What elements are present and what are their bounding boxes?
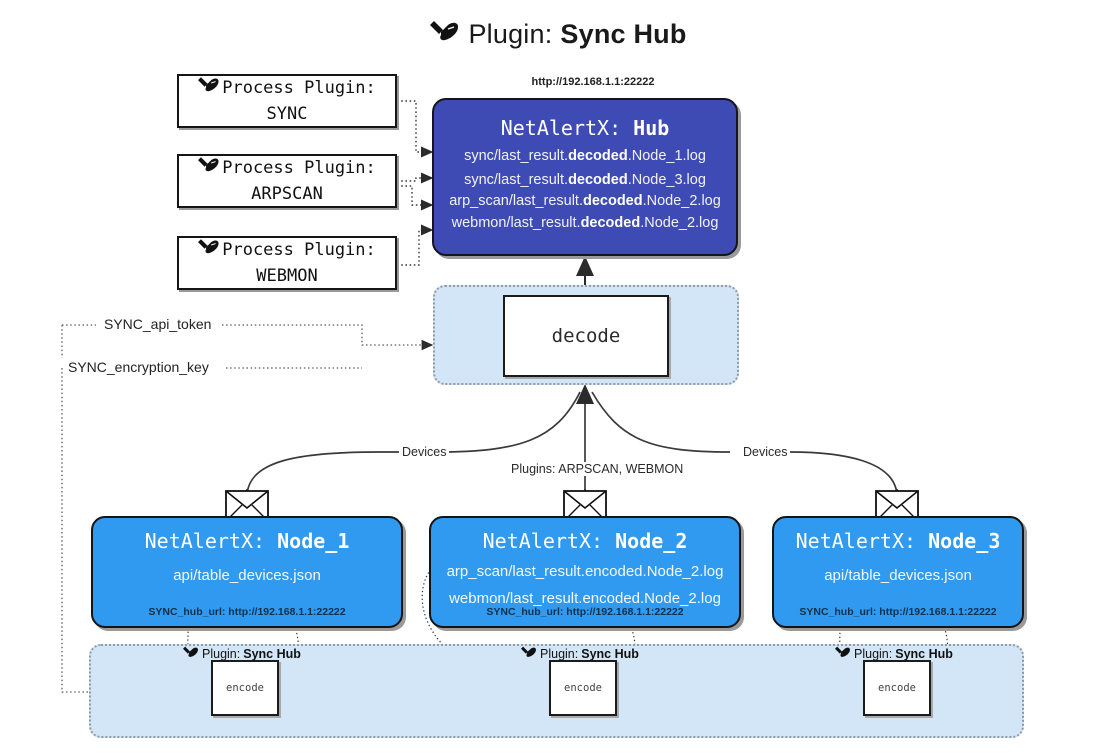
process-plugin-name: WEBMON [256, 266, 318, 286]
plug-icon [198, 75, 220, 103]
plugin-sync-hub-label-3: Plugin: Sync Hub [835, 645, 953, 662]
process-plugin-box-arpscan[interactable]: Process Plugin: ARPSCAN [177, 154, 397, 208]
encode-box-3[interactable]: encode [863, 660, 931, 716]
plug-icon [198, 155, 220, 183]
node-footer: SYNC_hub_url: http://192.168.1.1:22222 [148, 606, 346, 618]
node-box-node-3[interactable]: NetAlertX: Node_3 api/table_devices.json… [772, 516, 1024, 628]
process-plugin-box-webmon[interactable]: Process Plugin: WEBMON [177, 236, 397, 290]
hub-log-line: arp_scan/last_result.decoded.Node_2.log [449, 193, 721, 209]
title-name: Sync Hub [560, 19, 687, 49]
title-prefix: Plugin: [468, 19, 553, 49]
sync-api-token-label: SYNC_api_token [100, 316, 216, 332]
process-plugin-name: SYNC [266, 104, 308, 124]
process-plugin-label: Process Plugin: [222, 77, 376, 98]
encode-box-2[interactable]: encode [549, 660, 617, 716]
hub-log-line: sync/last_result.decoded.Node_3.log [464, 171, 706, 188]
plug-icon [430, 18, 460, 51]
decode-box[interactable]: decode [503, 295, 669, 377]
hub-log-line: sync/last_result.decoded.Node_1.log [464, 148, 706, 164]
plug-icon [198, 237, 220, 265]
edge-label-plugins: Plugins: ARPSCAN, WEBMON [508, 462, 687, 476]
plug-icon [835, 645, 851, 662]
page-title: Plugin: Sync Hub [0, 18, 1117, 51]
node-line: api/table_devices.json [173, 567, 321, 584]
edge-label-devices-right: Devices [740, 445, 791, 459]
edge-label-devices-left: Devices [399, 445, 450, 459]
node-line: webmon/last_result.encoded.Node_2.log [449, 590, 721, 607]
node-box-node-1[interactable]: NetAlertX: Node_1 api/table_devices.json… [91, 516, 403, 628]
node-title: NetAlertX: Node_1 [144, 529, 350, 553]
node-title: NetAlertX: Node_2 [482, 529, 688, 553]
process-plugin-name: ARPSCAN [251, 184, 323, 204]
node-title: NetAlertX: Node_3 [795, 529, 1001, 553]
plug-icon [521, 645, 537, 662]
node-footer: SYNC_hub_url: http://192.168.1.1:22222 [799, 606, 997, 618]
node-footer: SYNC_hub_url: http://192.168.1.1:22222 [486, 606, 684, 618]
node-line: api/table_devices.json [824, 567, 972, 584]
process-plugin-label: Process Plugin: [222, 239, 376, 260]
sync-encryption-key-label: SYNC_encryption_key [64, 359, 213, 375]
process-plugin-box-sync[interactable]: Process Plugin: SYNC [177, 74, 397, 128]
encode-box-1[interactable]: encode [211, 660, 279, 716]
plug-icon [183, 645, 199, 662]
plugin-sync-hub-label-1: Plugin: Sync Hub [183, 645, 301, 662]
hub-log-line: webmon/last_result.decoded.Node_2.log [451, 214, 719, 231]
hub-node[interactable]: NetAlertX: Hub sync/last_result.decoded.… [432, 98, 738, 256]
process-plugin-label: Process Plugin: [222, 157, 376, 178]
hub-url-label: http://192.168.1.1:22222 [531, 76, 655, 88]
node-box-node-2[interactable]: NetAlertX: Node_2 arp_scan/last_result.e… [429, 516, 741, 628]
hub-title: NetAlertX: Hub [500, 116, 670, 140]
node-line: arp_scan/last_result.encoded.Node_2.log [446, 563, 724, 580]
plugin-sync-hub-label-2: Plugin: Sync Hub [521, 645, 639, 662]
